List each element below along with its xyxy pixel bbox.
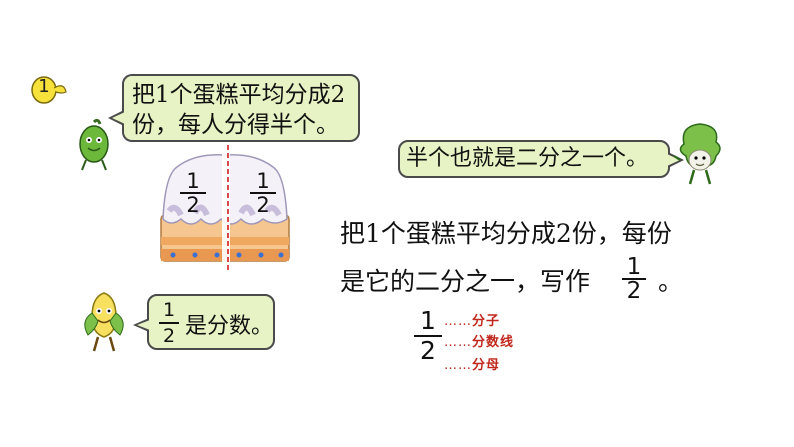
cake-illustration xyxy=(160,145,290,270)
problem-number: 1 xyxy=(38,76,50,97)
bubble-bottom-numerator: 1 xyxy=(162,299,176,321)
cake-left-numerator: 1 xyxy=(186,169,200,193)
main-fraction-numerator: 1 xyxy=(626,254,642,280)
anatomy-fraction: 1 2 xyxy=(414,307,442,365)
fraction-bar-label: ……分数线 xyxy=(444,335,515,350)
pepper-character-icon xyxy=(79,118,109,171)
speech-bubble-top: 把1个蛋糕平均分成2 份，每人分得半个。 xyxy=(108,74,360,142)
main-line2-suffix: 。 xyxy=(658,267,684,296)
fraction-bar xyxy=(180,192,206,194)
main-line1: 把1个蛋糕平均分成2份，每份 xyxy=(340,219,672,248)
corn-character-icon xyxy=(84,292,124,352)
cabbage-character-icon xyxy=(674,123,721,185)
bubble-right-text: 半个也就是二分之一个。 xyxy=(406,146,649,171)
bubble-top-line1: 把1个蛋糕平均分成2 xyxy=(132,82,346,108)
anatomy-numerator: 1 xyxy=(420,306,436,335)
denominator-label: ……分母 xyxy=(444,358,501,373)
bubble-top-line2: 份，每人分得半个。 xyxy=(132,112,339,138)
fraction-bar xyxy=(159,322,179,324)
cake-left-fraction: 1 2 xyxy=(180,170,206,216)
anatomy-denominator: 2 xyxy=(420,336,436,365)
numerator-label: ……分子 xyxy=(444,314,501,329)
apple-icon xyxy=(31,76,67,104)
fraction-bar xyxy=(250,192,276,194)
main-explanation: 把1个蛋糕平均分成2份，每份 是它的二分之一，写作 1 2 。 xyxy=(340,210,760,306)
cake-right-denominator: 2 xyxy=(256,193,270,217)
fraction-bar xyxy=(622,278,646,280)
main-line2: 是它的二分之一，写作 1 2 。 xyxy=(340,254,760,306)
main-line2-prefix: 是它的二分之一，写作 xyxy=(340,267,591,296)
bubble-bottom-fraction: 1 2 xyxy=(159,298,179,348)
cake-right-numerator: 1 xyxy=(256,169,270,193)
cake-left-denominator: 2 xyxy=(186,193,200,217)
cake-right-fraction: 1 2 xyxy=(250,170,276,216)
bubble-bottom-denominator: 2 xyxy=(162,325,176,347)
problem-number-badge: 1 xyxy=(30,72,68,106)
main-fraction: 1 2 xyxy=(622,254,646,304)
speech-bubble-right: 半个也就是二分之一个。 xyxy=(398,140,684,178)
bubble-bottom-text: 是分数。 xyxy=(185,314,274,339)
anatomy-fraction-bar xyxy=(414,335,442,337)
speech-bubble-bottom: 1 2 是分数。 xyxy=(133,294,275,350)
main-fraction-denominator: 2 xyxy=(626,278,642,304)
